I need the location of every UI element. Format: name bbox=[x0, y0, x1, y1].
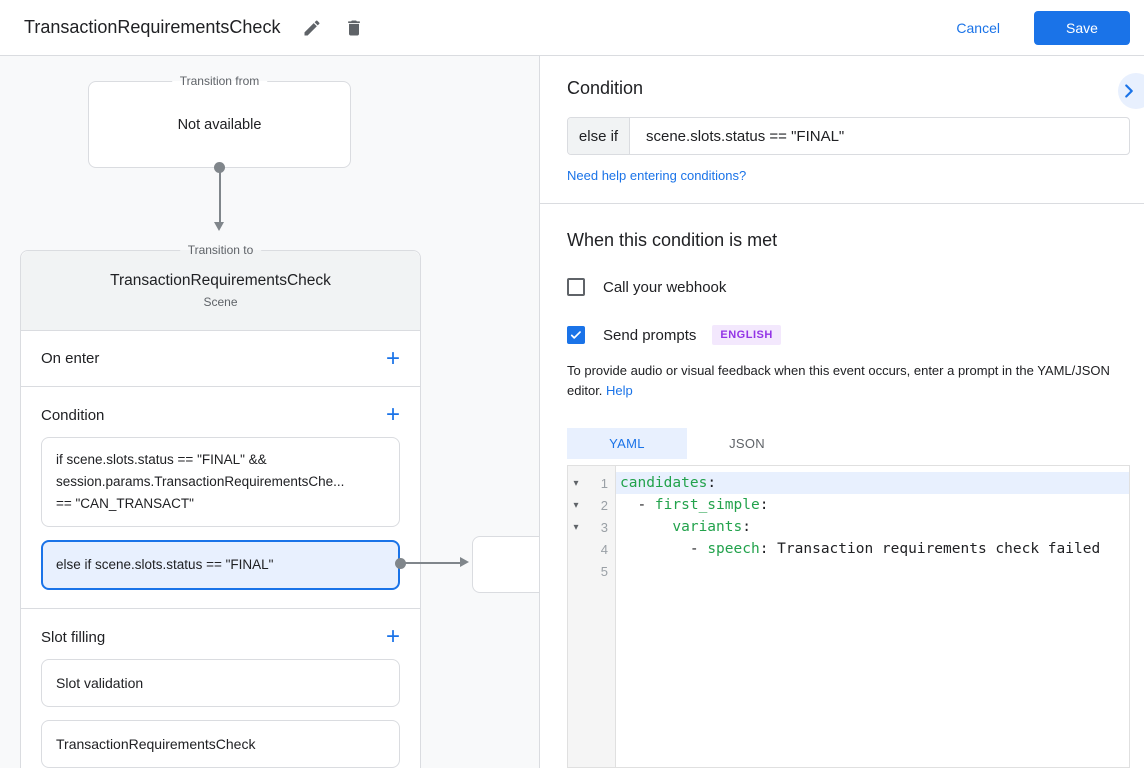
condition-section: Condition + if scene.slots.status == "FI… bbox=[21, 387, 420, 609]
page-title: TransactionRequirementsCheck bbox=[24, 17, 281, 37]
edit-icon[interactable] bbox=[300, 16, 324, 40]
top-bar: TransactionRequirementsCheck Cancel Save bbox=[0, 0, 1144, 56]
line-number: 4 bbox=[600, 541, 608, 557]
condition-text-line: session.params.TransactionRequirementsCh… bbox=[56, 474, 345, 489]
conditions-help-link[interactable]: Need help entering conditions? bbox=[567, 168, 747, 183]
condition-editor-panel: Condition else if scene.slots.status == … bbox=[540, 56, 1144, 768]
yaml-key: first_simple bbox=[654, 497, 760, 513]
tab-yaml[interactable]: YAML bbox=[567, 428, 687, 459]
fold-toggle-icon[interactable]: ▾ bbox=[573, 499, 579, 511]
yaml-text: - bbox=[620, 497, 655, 513]
transition-from-value: Not available bbox=[177, 116, 262, 133]
tab-json[interactable]: JSON bbox=[729, 436, 765, 451]
condition-text-line: == "CAN_TRANSACT" bbox=[56, 496, 194, 511]
gutter-row: ▾2 bbox=[568, 494, 615, 516]
fold-toggle-icon[interactable]: ▾ bbox=[573, 477, 579, 489]
condition-prefix-label: else if bbox=[568, 118, 630, 154]
yaml-key: candidates bbox=[620, 475, 708, 491]
add-condition-icon[interactable]: + bbox=[385, 401, 400, 428]
code-line[interactable]: - speech: Transaction requirements check… bbox=[616, 538, 1129, 560]
condition-item-selected[interactable]: else if scene.slots.status == "FINAL" bbox=[41, 540, 400, 590]
panel-heading: Condition bbox=[567, 78, 644, 98]
scene-card-header[interactable]: Transition to TransactionRequirementsChe… bbox=[21, 243, 420, 331]
condition-input-group: else if scene.slots.status == "FINAL" bbox=[567, 117, 1130, 155]
on-enter-label: On enter bbox=[41, 350, 100, 367]
editor-format-tabs: YAML JSON bbox=[567, 428, 1130, 459]
code-line[interactable] bbox=[616, 560, 1129, 582]
save-button[interactable]: Save bbox=[1034, 10, 1130, 45]
slot-item[interactable]: TransactionRequirementsCheck bbox=[41, 720, 400, 768]
prompts-description: To provide audio or visual feedback when… bbox=[567, 361, 1130, 401]
yaml-text: : bbox=[759, 541, 769, 557]
webhook-label: Call your webhook bbox=[603, 278, 727, 296]
yaml-text: Transaction requirements check failed bbox=[768, 541, 1101, 557]
condition-input[interactable]: scene.slots.status == "FINAL" bbox=[646, 127, 845, 145]
add-slot-icon[interactable]: + bbox=[385, 623, 400, 650]
scene-subtitle: Scene bbox=[203, 295, 238, 309]
gutter-row: 5 bbox=[568, 560, 615, 582]
code-line[interactable]: candidates: bbox=[616, 472, 1129, 494]
on-enter-row[interactable]: On enter + bbox=[21, 331, 420, 387]
fold-toggle-icon[interactable]: ▾ bbox=[573, 521, 579, 533]
yaml-text: : bbox=[742, 519, 751, 535]
transition-to-label: Transition to bbox=[179, 243, 262, 257]
code-line[interactable]: - first_simple: bbox=[616, 494, 1129, 516]
cancel-button[interactable]: Cancel bbox=[956, 19, 1000, 36]
condition-item[interactable]: if scene.slots.status == "FINAL" && sess… bbox=[41, 437, 400, 527]
collapse-panel-button[interactable] bbox=[1118, 73, 1144, 109]
code-line[interactable]: variants: bbox=[616, 516, 1129, 538]
slot-filling-label: Slot filling bbox=[41, 628, 106, 646]
gutter-row: ▾1 bbox=[568, 472, 615, 494]
when-met-section: When this condition is met Call your web… bbox=[540, 204, 1144, 768]
arrow-down-icon bbox=[214, 222, 224, 231]
send-prompts-checkbox[interactable] bbox=[567, 326, 585, 344]
scene-diagram-panel: Transition from Not available Transition… bbox=[0, 56, 540, 768]
yaml-text: - bbox=[620, 541, 708, 557]
transition-from-box[interactable]: Transition from Not available bbox=[88, 74, 351, 168]
yaml-key: speech bbox=[707, 541, 760, 557]
webhook-checkbox[interactable] bbox=[567, 278, 585, 296]
arrow-right-icon bbox=[460, 557, 469, 567]
slot-filling-section: Slot filling + Slot validation Transacti… bbox=[21, 609, 420, 768]
transition-target-box[interactable] bbox=[472, 536, 539, 593]
slot-item[interactable]: Slot validation bbox=[41, 659, 400, 707]
line-number: 2 bbox=[600, 497, 608, 513]
check-icon bbox=[570, 331, 581, 339]
language-badge: ENGLISH bbox=[712, 325, 781, 345]
transition-from-label: Transition from bbox=[171, 74, 268, 88]
help-link[interactable]: Help bbox=[606, 383, 633, 398]
scene-card: Transition to TransactionRequirementsChe… bbox=[20, 243, 421, 768]
send-prompts-label: Send prompts bbox=[603, 326, 697, 344]
connector-line bbox=[219, 168, 221, 222]
connector-dot bbox=[214, 162, 225, 173]
condition-text-line: else if scene.slots.status == "FINAL" bbox=[56, 557, 274, 572]
section-divider bbox=[540, 203, 1144, 204]
prompts-description-text: To provide audio or visual feedback when… bbox=[567, 363, 1110, 398]
line-number: 5 bbox=[600, 563, 608, 579]
when-met-heading: When this condition is met bbox=[567, 230, 778, 250]
yaml-text: : bbox=[759, 497, 769, 513]
condition-header-section: Condition else if scene.slots.status == … bbox=[540, 56, 1144, 203]
yaml-text bbox=[620, 519, 672, 535]
yaml-key: variants bbox=[672, 519, 743, 535]
condition-section-label: Condition bbox=[41, 406, 105, 424]
line-number: 1 bbox=[600, 475, 608, 491]
gutter-row: ▾3 bbox=[568, 516, 615, 538]
yaml-text: : bbox=[707, 475, 717, 491]
connector-dot bbox=[395, 558, 406, 569]
condition-text-line: if scene.slots.status == "FINAL" && bbox=[56, 452, 267, 467]
line-number: 3 bbox=[600, 519, 608, 535]
scene-title: TransactionRequirementsCheck bbox=[110, 272, 331, 289]
delete-icon[interactable] bbox=[342, 16, 366, 40]
editor-code[interactable]: candidates: - first_simple: variants: - … bbox=[616, 466, 1129, 767]
connector-line bbox=[405, 562, 461, 564]
gutter-row: 4 bbox=[568, 538, 615, 560]
add-on-enter-icon[interactable]: + bbox=[385, 344, 400, 372]
